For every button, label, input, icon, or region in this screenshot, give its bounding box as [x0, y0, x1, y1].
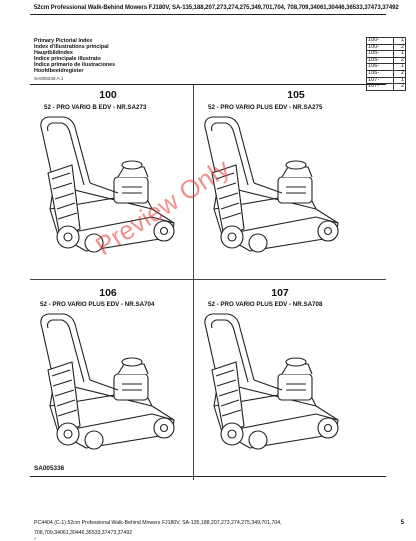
footer-text: PC4404 (C-1) 52cm Professional Walk-Behi… — [34, 520, 282, 526]
footer-line-1: PC4404 (C-1) 52cm Professional Walk-Behi… — [34, 520, 404, 526]
index-title-nl: Hoofdbeeldregister — [34, 68, 84, 75]
panel-title-107: 52 - PRO VARIO PLUS EDV - NR.SA708 — [208, 301, 323, 308]
index-title-block: Primary Pictorial Index Index d'illustra… — [34, 38, 115, 75]
panel-number-107: 107 — [271, 287, 289, 299]
panel-divider-vertical — [193, 84, 194, 480]
panel-divider-horizontal — [30, 279, 386, 280]
header-rule — [30, 14, 386, 15]
mower-illustration-105 — [204, 116, 339, 253]
document-header: 52cm Professional Walk-Behind Mowers FJ1… — [34, 5, 399, 11]
index-title-de: Hauptbildindex — [34, 50, 73, 57]
panel-number-105: 105 — [287, 89, 305, 101]
content-top-rule — [30, 84, 386, 85]
mower-illustration-106 — [40, 313, 175, 450]
figure-code: SA005336 A.1 — [34, 76, 64, 81]
index-title-en: Primary Pictorial Index — [34, 38, 93, 44]
content-bottom-rule — [30, 476, 386, 477]
index-title-it: Indice principale illustrato — [34, 56, 101, 63]
panel-number-106: 106 — [99, 287, 117, 299]
bottom-figure-code: SA005336 — [34, 465, 65, 472]
panel-title-106: 52 - PRO VARIO PLUS EDV - NR.SA704 — [40, 301, 155, 308]
index-title-es: Índice primario de ilustraciones — [34, 62, 116, 69]
page-cell: 2 — [393, 83, 406, 91]
panel-title-105: 52 - PRO VARIO PLUS EDV - NR.SA275 — [208, 104, 323, 111]
panel-title-100: 52 - PRO VARIO B EDV - NR.SA273 — [44, 104, 147, 111]
mower-illustration-107 — [204, 313, 339, 450]
footer-line-2: 708,709,34061,30446,36533,37473,37492 — [34, 530, 133, 536]
page-number: 5 — [400, 520, 404, 526]
panel-number-100: 100 — [99, 89, 117, 101]
page-reference-table: 100-1 100-2 105-1 105-2 106-1 106-2 107-… — [365, 37, 406, 91]
footer-tiny-mark: P — [34, 537, 37, 541]
mower-illustration-100 — [40, 116, 175, 253]
index-title-fr: Index d'illustrations principal — [34, 44, 109, 51]
